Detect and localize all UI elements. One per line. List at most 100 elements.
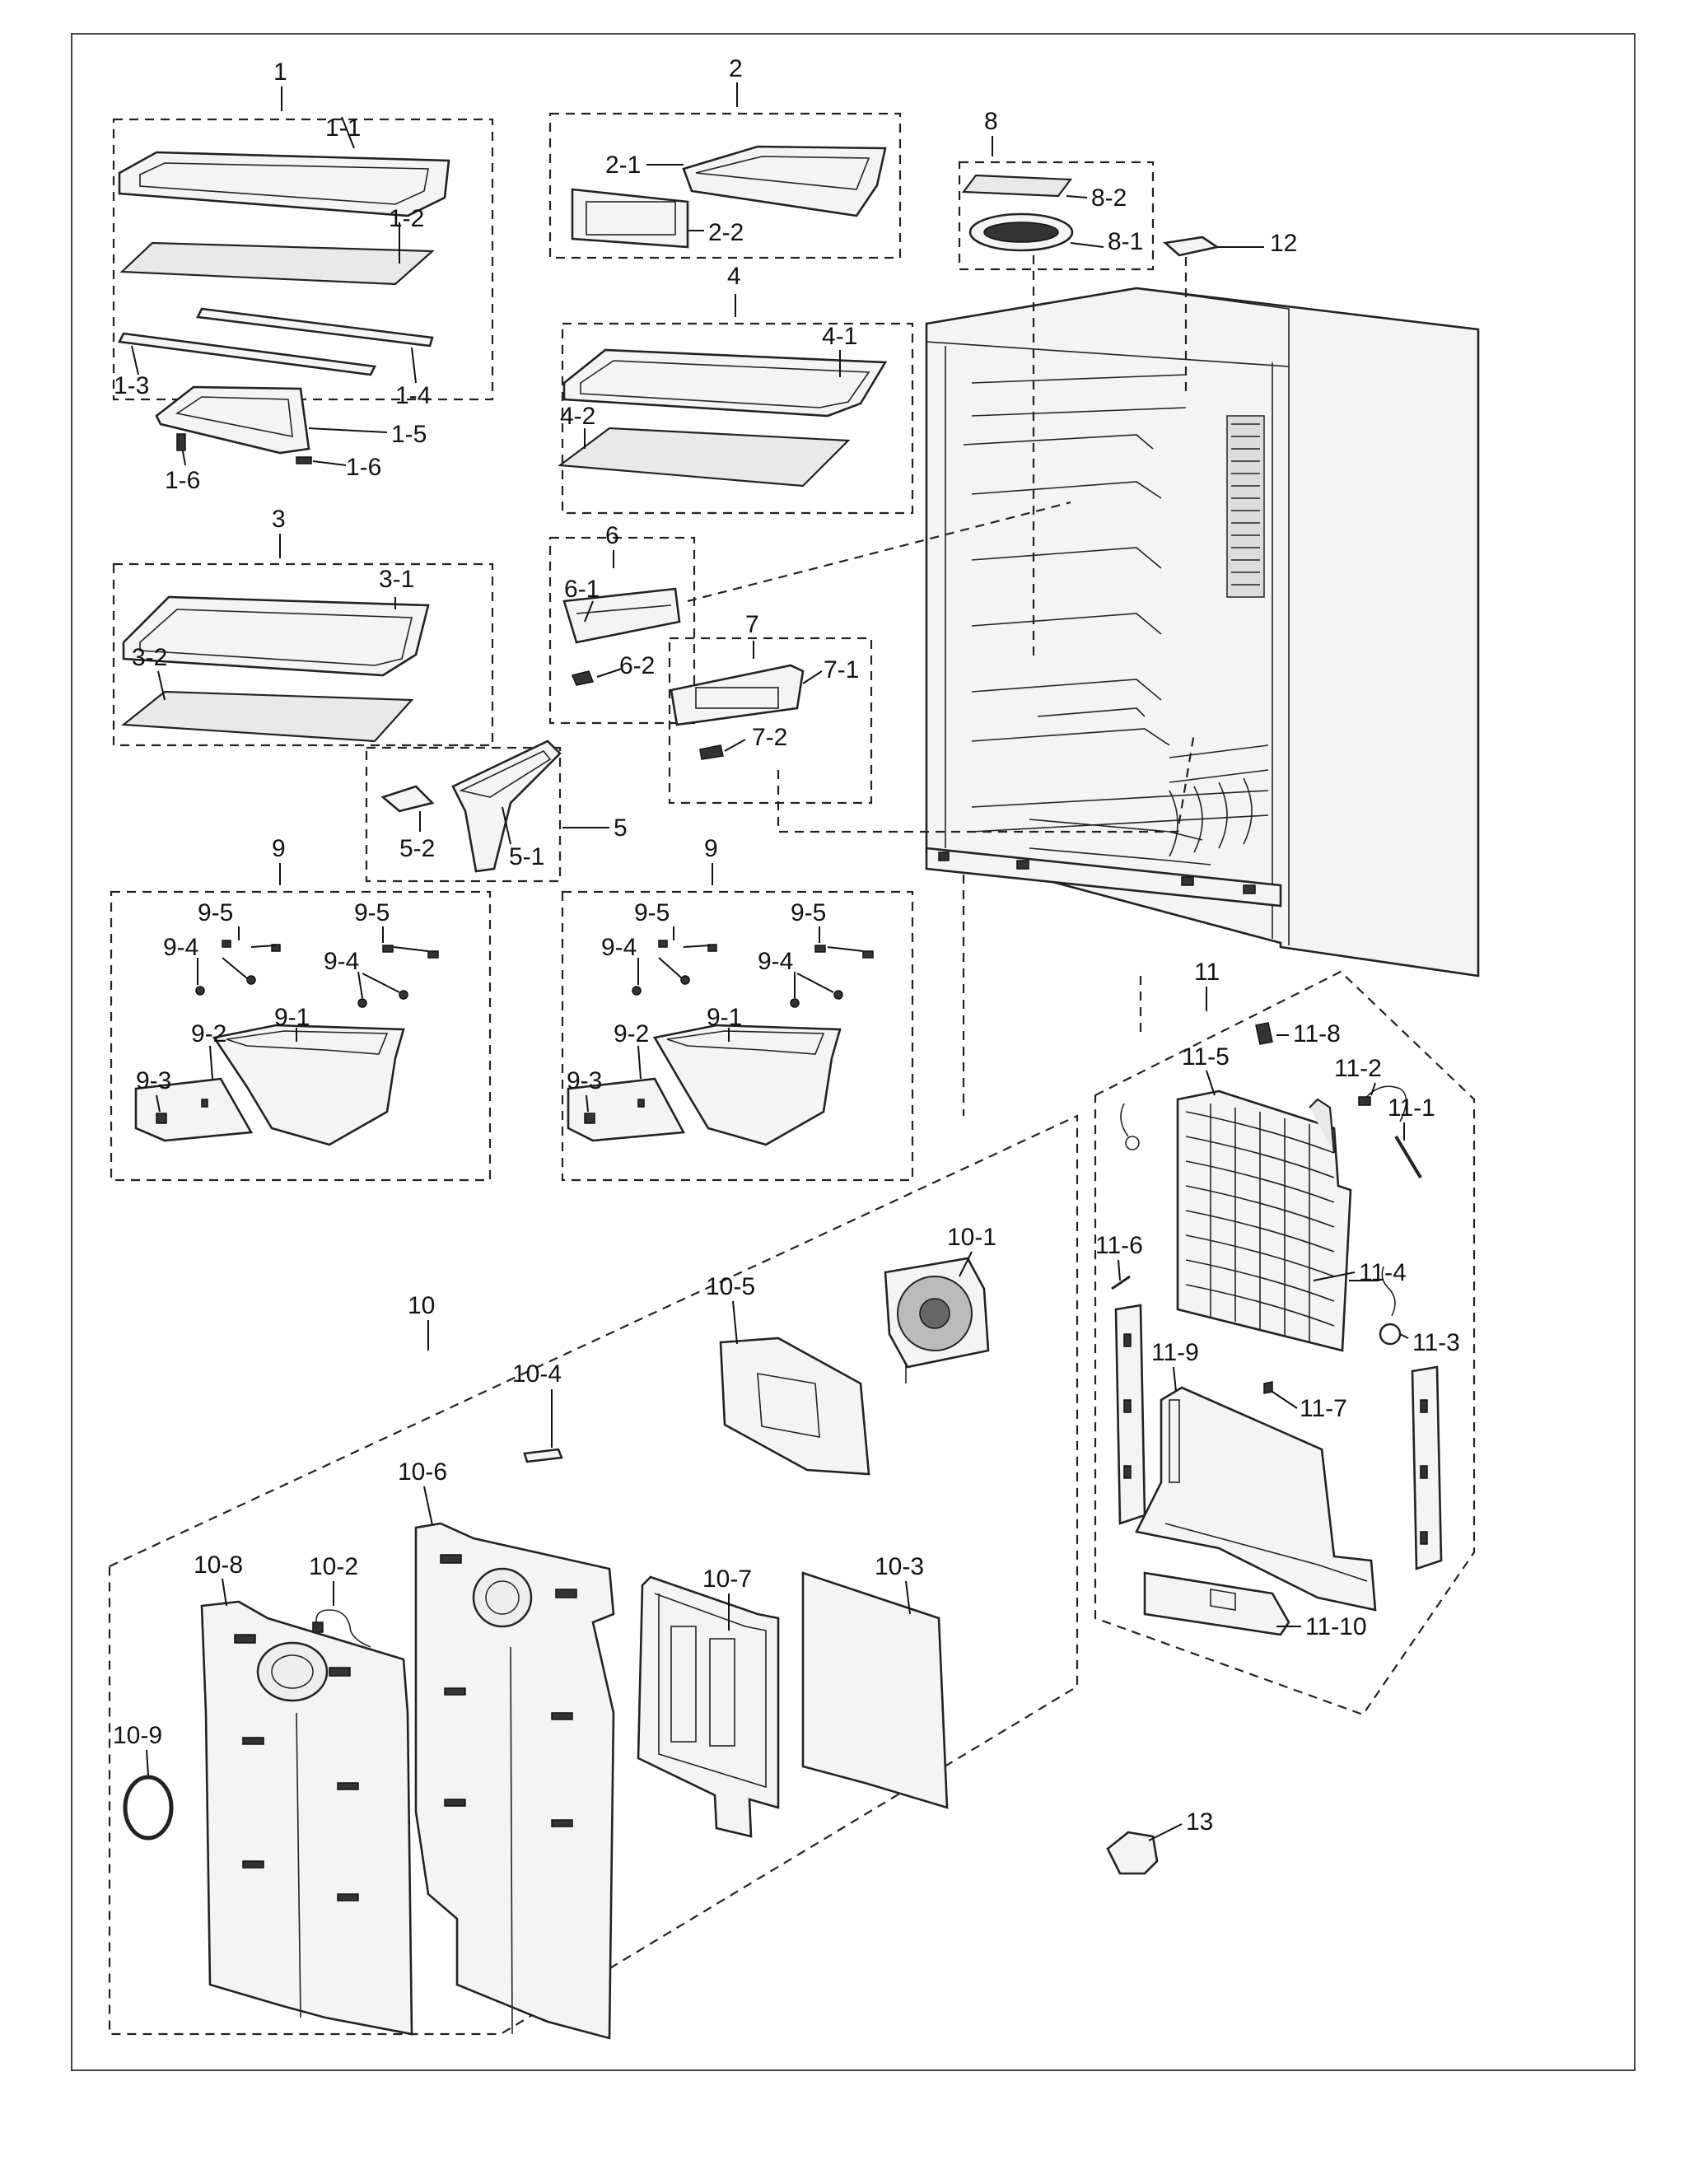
label-part-1-4: 1-4	[395, 382, 431, 409]
label-part-8-2: 8-2	[1091, 184, 1127, 212]
label-part-9-5a-left: 9-5	[198, 899, 233, 926]
panel-10-6	[414, 1522, 615, 2040]
label-part-1-2: 1-2	[389, 205, 424, 232]
label-part-10-4: 10-4	[512, 1360, 562, 1388]
heater-10-7	[637, 1575, 780, 1838]
cover-11-10	[1143, 1571, 1290, 1636]
label-part-9-4b-left: 9-4	[324, 948, 359, 975]
label-part-1-6-left: 1-6	[165, 467, 200, 494]
label-part-11-8: 11-8	[1293, 1020, 1341, 1048]
diagram-frame	[71, 33, 1636, 2071]
label-part-5-1: 5-1	[509, 843, 544, 870]
cabinet	[925, 287, 1480, 978]
crisper-9-left	[134, 940, 439, 1146]
label-part-2-2: 2-2	[708, 219, 744, 246]
insulator-10-4	[523, 1448, 563, 1463]
label-part-11-9: 11-9	[1151, 1339, 1199, 1366]
label-part-13: 13	[1186, 1808, 1213, 1836]
label-part-6-1: 6-1	[564, 576, 600, 603]
label-group-1: 1	[273, 58, 287, 86]
cap-13	[1106, 1831, 1159, 1875]
clip-1-6-right	[296, 456, 312, 464]
crisper-front-9-2-right	[567, 1077, 686, 1142]
label-part-2-1: 2-1	[605, 152, 641, 179]
label-part-9-1-left: 9-1	[274, 1004, 310, 1031]
housing-7-1	[670, 664, 805, 726]
label-part-9-3-left: 9-3	[136, 1067, 171, 1094]
label-part-11-1: 11-1	[1388, 1094, 1435, 1122]
clip-6-2	[571, 670, 595, 686]
label-part-10-2: 10-2	[309, 1553, 358, 1580]
label-part-10-7: 10-7	[702, 1565, 752, 1593]
rail-1-3	[118, 332, 376, 376]
label-group-2: 2	[729, 55, 743, 82]
label-part-11-5: 11-5	[1182, 1043, 1230, 1071]
crisper-drawer-9-1-left	[212, 1024, 405, 1146]
fan-10-1	[884, 1257, 990, 1383]
group-8-box	[958, 161, 1155, 271]
label-part-9-4b-right: 9-4	[758, 948, 793, 975]
label-part-1-3: 1-3	[114, 372, 149, 399]
label-part-10-1: 10-1	[947, 1224, 996, 1251]
ring-10-9	[123, 1775, 174, 1841]
label-part-10-5: 10-5	[706, 1273, 755, 1300]
clip-1-6-left	[176, 433, 186, 451]
clip-11-7	[1263, 1381, 1273, 1394]
label-part-9-3-right: 9-3	[567, 1067, 602, 1094]
group-9-left-box	[110, 890, 492, 1182]
label-part-11-7: 11-7	[1300, 1395, 1347, 1422]
label-group-9-left: 9	[272, 835, 286, 862]
label-group-11: 11	[1194, 959, 1220, 986]
label-part-11-6: 11-6	[1095, 1232, 1143, 1259]
label-part-9-4a-left: 9-4	[163, 934, 198, 961]
label-part-1-6-right: 1-6	[346, 454, 381, 481]
label-part-1-5: 1-5	[391, 421, 427, 448]
label-group-9-right: 9	[704, 835, 718, 862]
label-group-5: 5	[614, 814, 628, 842]
crisper-9-right	[567, 940, 874, 1146]
group-2-box	[548, 112, 902, 259]
label-part-10-6: 10-6	[398, 1458, 447, 1486]
tray-1-5	[155, 385, 310, 455]
label-part-9-2-left: 9-2	[191, 1020, 226, 1048]
crisper-drawer-9-1-right	[652, 1024, 842, 1146]
glass-1-2	[119, 241, 435, 286]
label-part-9-2-right: 9-2	[614, 1020, 649, 1048]
label-group-6: 6	[605, 522, 619, 549]
label-part-9-1-right: 9-1	[707, 1004, 742, 1031]
clip-11-8	[1255, 1022, 1273, 1045]
label-part-12: 12	[1270, 230, 1297, 257]
wire-11-5	[1120, 1103, 1129, 1137]
panel-10-8	[200, 1600, 413, 2036]
rod-11-1	[1394, 1135, 1422, 1179]
label-part-10-3: 10-3	[875, 1553, 924, 1580]
label-group-7: 7	[745, 611, 759, 638]
label-part-6-2: 6-2	[619, 652, 655, 679]
cover-10-3	[801, 1571, 949, 1809]
group-10-box	[108, 1114, 1079, 2036]
group-6-box	[548, 536, 696, 725]
label-part-3-2: 3-2	[132, 644, 167, 671]
evaporator-11-5	[1176, 1089, 1352, 1352]
crisper-front-9-2-left	[134, 1077, 254, 1142]
label-part-10-9: 10-9	[113, 1722, 162, 1749]
sensor-10-2	[312, 1609, 371, 1648]
label-group-3: 3	[272, 506, 286, 533]
label-part-4-1: 4-1	[822, 323, 857, 350]
glass-3-2	[121, 690, 414, 743]
pin-11-6	[1111, 1275, 1131, 1290]
bracket-5-2	[380, 785, 435, 813]
clip-9-3-left	[156, 1113, 167, 1124]
glass-4-2	[558, 427, 851, 488]
drain-pan-11-9	[1135, 1386, 1377, 1612]
part-12	[1163, 236, 1220, 257]
label-part-11-2: 11-2	[1334, 1055, 1382, 1082]
drawer-front-2-2	[571, 188, 689, 249]
label-part-9-4a-right: 9-4	[601, 934, 637, 961]
group-3-box	[112, 562, 494, 747]
shelf-frame-4-1	[562, 348, 888, 418]
cover-8-2	[961, 174, 1073, 198]
label-part-11-10: 11-10	[1305, 1613, 1367, 1640]
clip-7-2	[699, 744, 724, 760]
label-group-8: 8	[984, 108, 998, 135]
